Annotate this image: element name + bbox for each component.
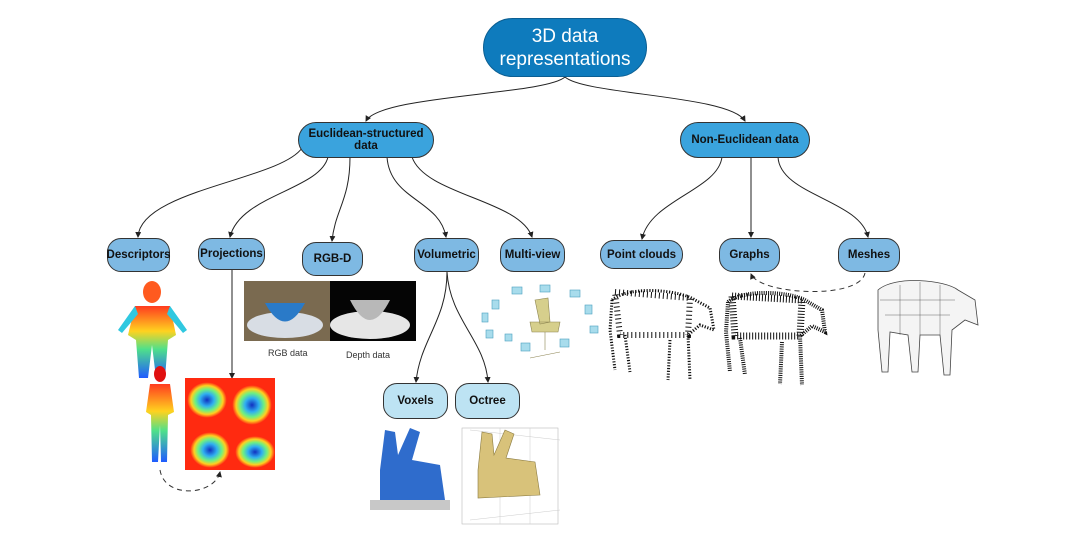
descriptor-body-image bbox=[118, 281, 187, 378]
node-point-clouds: Point clouds bbox=[600, 240, 683, 269]
graph-horse-image bbox=[723, 291, 828, 386]
connectors bbox=[135, 76, 870, 383]
projection-heatmap-image bbox=[185, 378, 275, 470]
root-title-line1: 3D data bbox=[531, 25, 599, 47]
node-descriptors: Descriptors bbox=[107, 238, 170, 272]
node-non-euclidean: Non-Euclidean data bbox=[680, 122, 810, 158]
rgb-image bbox=[244, 281, 330, 341]
node-rgbd: RGB-D bbox=[302, 242, 363, 276]
node-multiview: Multi-view bbox=[500, 238, 565, 272]
node-voxels: Voxels bbox=[383, 383, 448, 419]
node-graphs: Graphs bbox=[719, 238, 780, 272]
depth-image bbox=[330, 281, 416, 341]
voxel-bunny-image bbox=[370, 428, 450, 510]
point-cloud-horse-image bbox=[608, 288, 716, 381]
mesh-horse-image bbox=[877, 280, 979, 376]
node-meshes: Meshes bbox=[838, 238, 900, 272]
root-title-line2: representations bbox=[499, 48, 631, 70]
node-projections: Projections bbox=[198, 238, 265, 270]
dashed-links bbox=[159, 272, 866, 492]
rgb-caption: RGB data bbox=[268, 348, 308, 358]
octree-bunny-image bbox=[461, 427, 561, 525]
projection-body-image bbox=[146, 366, 174, 462]
node-volumetric: Volumetric bbox=[414, 238, 479, 272]
depth-caption: Depth data bbox=[346, 350, 391, 360]
multiview-image bbox=[481, 284, 599, 359]
node-euclidean: Euclidean-structured data bbox=[298, 122, 434, 158]
node-octree: Octree bbox=[455, 383, 520, 419]
